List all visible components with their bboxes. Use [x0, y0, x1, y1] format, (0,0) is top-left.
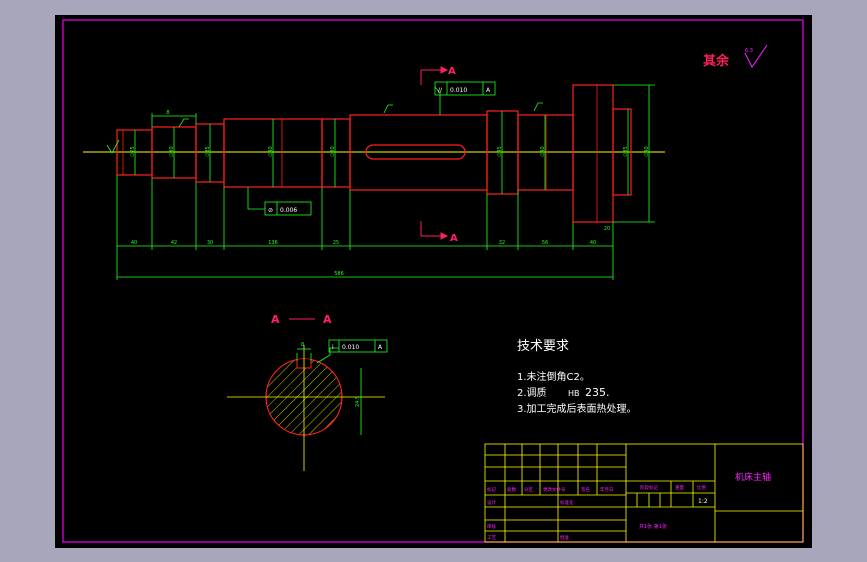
- section-mark-bottom: A: [450, 233, 458, 244]
- tb-process: 工艺: [487, 535, 496, 541]
- svg-text:∅35: ∅35: [205, 146, 211, 157]
- section-title-left: A: [271, 313, 280, 326]
- svg-text:0.010: 0.010: [342, 344, 359, 351]
- svg-text:∅30: ∅30: [169, 146, 175, 157]
- section-width-dim: 8: [301, 342, 304, 348]
- qiyu-label: 其余: [703, 53, 730, 69]
- tb-approve: 批准: [560, 534, 569, 541]
- tb-part-name: 机床主轴: [735, 471, 771, 483]
- tb-scale-label: 比例: [697, 484, 706, 491]
- tb-header-3: 更改文件号: [543, 486, 566, 493]
- requirements-title: 技术要求: [517, 339, 569, 354]
- diameter-labels: ∅25 ∅30 ∅35 ∅40 ∅30 ∅45 ∅40 ∅35 ∅40: [130, 146, 650, 157]
- svg-text://: //: [438, 87, 443, 94]
- svg-text:586: 586: [334, 271, 344, 277]
- svg-text:∅45: ∅45: [497, 146, 503, 157]
- requirement-2-value: 235.: [585, 386, 610, 399]
- tb-scale-value: 1:2: [698, 498, 708, 505]
- tb-header-0: 标记: [487, 486, 496, 493]
- svg-text:0.010: 0.010: [450, 87, 467, 94]
- tb-sheet-info: 共1张 第1张: [639, 523, 667, 530]
- title-block: [484, 443, 804, 543]
- tb-header-2: 分区: [524, 486, 533, 493]
- tb-weight: 重量: [675, 484, 684, 491]
- section-view: [227, 345, 385, 471]
- svg-text:⊘: ⊘: [268, 207, 273, 214]
- svg-text:∅40: ∅40: [268, 146, 274, 157]
- svg-text:∅40: ∅40: [644, 146, 650, 157]
- svg-text:∅35: ∅35: [623, 146, 629, 157]
- requirement-2-hb: HB: [568, 389, 580, 398]
- section-mark-top: A: [448, 66, 456, 77]
- drawing-canvas: 其余 6.3: [62, 19, 804, 543]
- svg-text:i: i: [332, 344, 334, 351]
- tb-stage: 阶段标记: [640, 484, 658, 491]
- drawing-sheet: 其余 6.3: [55, 15, 812, 548]
- svg-text:25: 25: [333, 240, 339, 246]
- svg-text:20: 20: [604, 226, 610, 232]
- svg-text:A: A: [486, 87, 491, 94]
- requirement-1: 1.未注倒角C2。: [517, 370, 590, 383]
- svg-text:42: 42: [171, 240, 177, 246]
- svg-text:30: 30: [207, 240, 213, 246]
- requirement-2-prefix: 2.调质: [517, 387, 547, 399]
- svg-text:∅30: ∅30: [330, 146, 336, 157]
- tb-header-5: 年月日: [600, 486, 614, 493]
- svg-text:8: 8: [166, 110, 169, 116]
- tol-frame-top: // 0.010 A: [434, 81, 496, 96]
- tb-header-1: 处数: [507, 486, 516, 493]
- svg-text:∅40: ∅40: [540, 146, 546, 157]
- tol-frame-section: i 0.010 A: [328, 339, 388, 353]
- section-title-right: A: [323, 313, 332, 326]
- roughness-symbol-icon: [744, 44, 768, 68]
- section-depth-dim: 24.5: [355, 396, 361, 407]
- svg-text:∅25: ∅25: [130, 146, 136, 157]
- svg-text:32: 32: [499, 240, 505, 246]
- svg-text:A: A: [378, 344, 383, 351]
- qiyu-roughness-value: 6.3: [745, 48, 753, 54]
- inner-frame: [62, 19, 804, 543]
- svg-text:136: 136: [268, 240, 278, 246]
- svg-text:0.006: 0.006: [280, 207, 297, 214]
- section-cut-marks: [420, 66, 449, 240]
- bottom-dim-values: 40 42 30 136 25 32 56 40 20 586 8: [131, 110, 610, 277]
- requirement-3: 3.加工完成后表面热处理。: [517, 402, 637, 415]
- dimension-lines: [116, 84, 655, 280]
- tb-design: 设计: [487, 499, 496, 506]
- tol-frame-mid: ⊘ 0.006: [264, 201, 312, 216]
- svg-text:40: 40: [590, 240, 596, 246]
- tb-review: 审核: [487, 523, 496, 530]
- svg-text:56: 56: [542, 240, 548, 246]
- shaft-outline: [116, 84, 632, 223]
- tb-header-4: 签名: [581, 486, 590, 493]
- svg-text:40: 40: [131, 240, 137, 246]
- tb-standard: 标准化: [560, 499, 574, 506]
